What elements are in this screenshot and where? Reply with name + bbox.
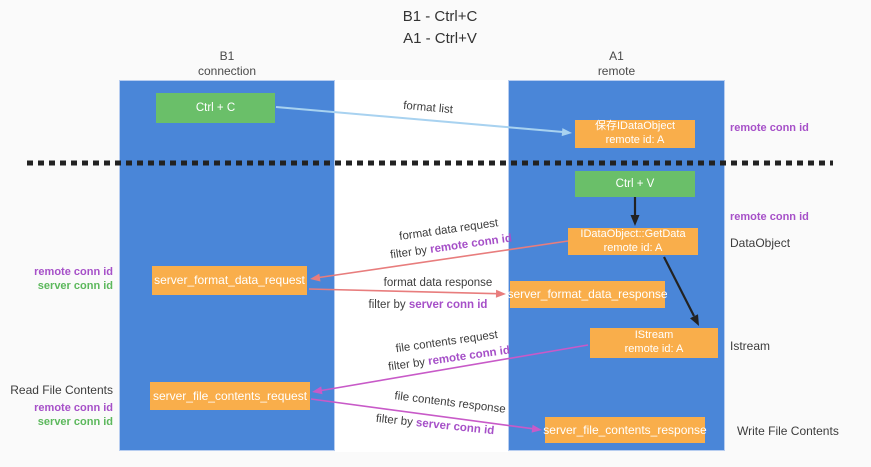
left-lane-subtitle: connection xyxy=(197,64,257,78)
node-idataobject-getdata: IDataObject::GetData remote id: A xyxy=(568,228,698,255)
left-lane-name: B1 xyxy=(219,49,235,63)
right-lane-subtitle: remote xyxy=(597,64,636,78)
right-lane-name: A1 xyxy=(609,49,624,63)
dataobject-label: DataObject xyxy=(730,236,791,250)
node-istream-line2: remote id: A xyxy=(624,343,684,355)
left-conn-id-stack-bottom: Read File Contents remote conn id server… xyxy=(0,383,113,429)
right-lane-header: A1 remote xyxy=(508,49,725,79)
filter-by-text: filter by xyxy=(375,412,414,429)
read-file-contents-label: Read File Contents xyxy=(10,383,113,397)
format-data-response-label: format data response xyxy=(383,277,493,289)
filter-by-text: filter by xyxy=(387,356,426,374)
node-getdata-line1: IDataObject::GetData xyxy=(580,227,686,240)
filter-by-text: filter by xyxy=(389,244,428,262)
format-data-response-filter-label: filter by server conn id xyxy=(358,297,498,314)
right-remote-conn-id-label-middle: remote conn id xyxy=(730,211,809,223)
right-remote-conn-id-label-top: remote conn id xyxy=(730,122,809,134)
node-istream-line1: IStream xyxy=(634,329,674,342)
left-lane-header: B1 connection xyxy=(119,49,335,79)
node-ctrl-c: Ctrl + C xyxy=(156,93,275,123)
title-line-2: A1 - Ctrl+V xyxy=(403,29,477,47)
node-save-idataobject-line1: 保存IDataObject xyxy=(594,120,676,133)
node-server-file-contents-request: server_file_contents_request xyxy=(150,382,310,410)
left-server-conn-id-label-bottom: server conn id xyxy=(37,416,113,428)
filter-by-text: filter by xyxy=(368,299,406,311)
node-getdata-line2: remote id: A xyxy=(603,241,663,254)
diagram-title: B1 - Ctrl+C A1 - Ctrl+V xyxy=(300,6,580,50)
left-remote-conn-id-label-top: remote conn id xyxy=(34,266,113,278)
left-remote-conn-id-label-bottom: remote conn id xyxy=(34,402,113,414)
node-server-file-contents-response: server_file_contents_response xyxy=(543,417,707,443)
node-server-format-data-response: server_format_data_response xyxy=(507,281,668,308)
node-ctrl-v: Ctrl + V xyxy=(575,171,695,197)
title-line-1: B1 - Ctrl+C xyxy=(402,8,478,25)
node-server-format-data-request: server_format_data_request xyxy=(152,266,307,295)
left-server-conn-id-label-top: server conn id xyxy=(37,280,113,292)
node-save-idataobject-line2: remote id: A xyxy=(605,134,665,146)
write-file-contents-label: Write File Contents xyxy=(737,424,839,438)
server-conn-id-text: server conn id xyxy=(408,299,488,311)
istream-side-label: Istream xyxy=(730,339,771,353)
left-conn-id-stack-top: remote conn id server conn id xyxy=(0,265,113,293)
node-save-idataobject: 保存IDataObject remote id: A xyxy=(575,120,695,148)
node-istream: IStream remote id: A xyxy=(590,328,718,358)
